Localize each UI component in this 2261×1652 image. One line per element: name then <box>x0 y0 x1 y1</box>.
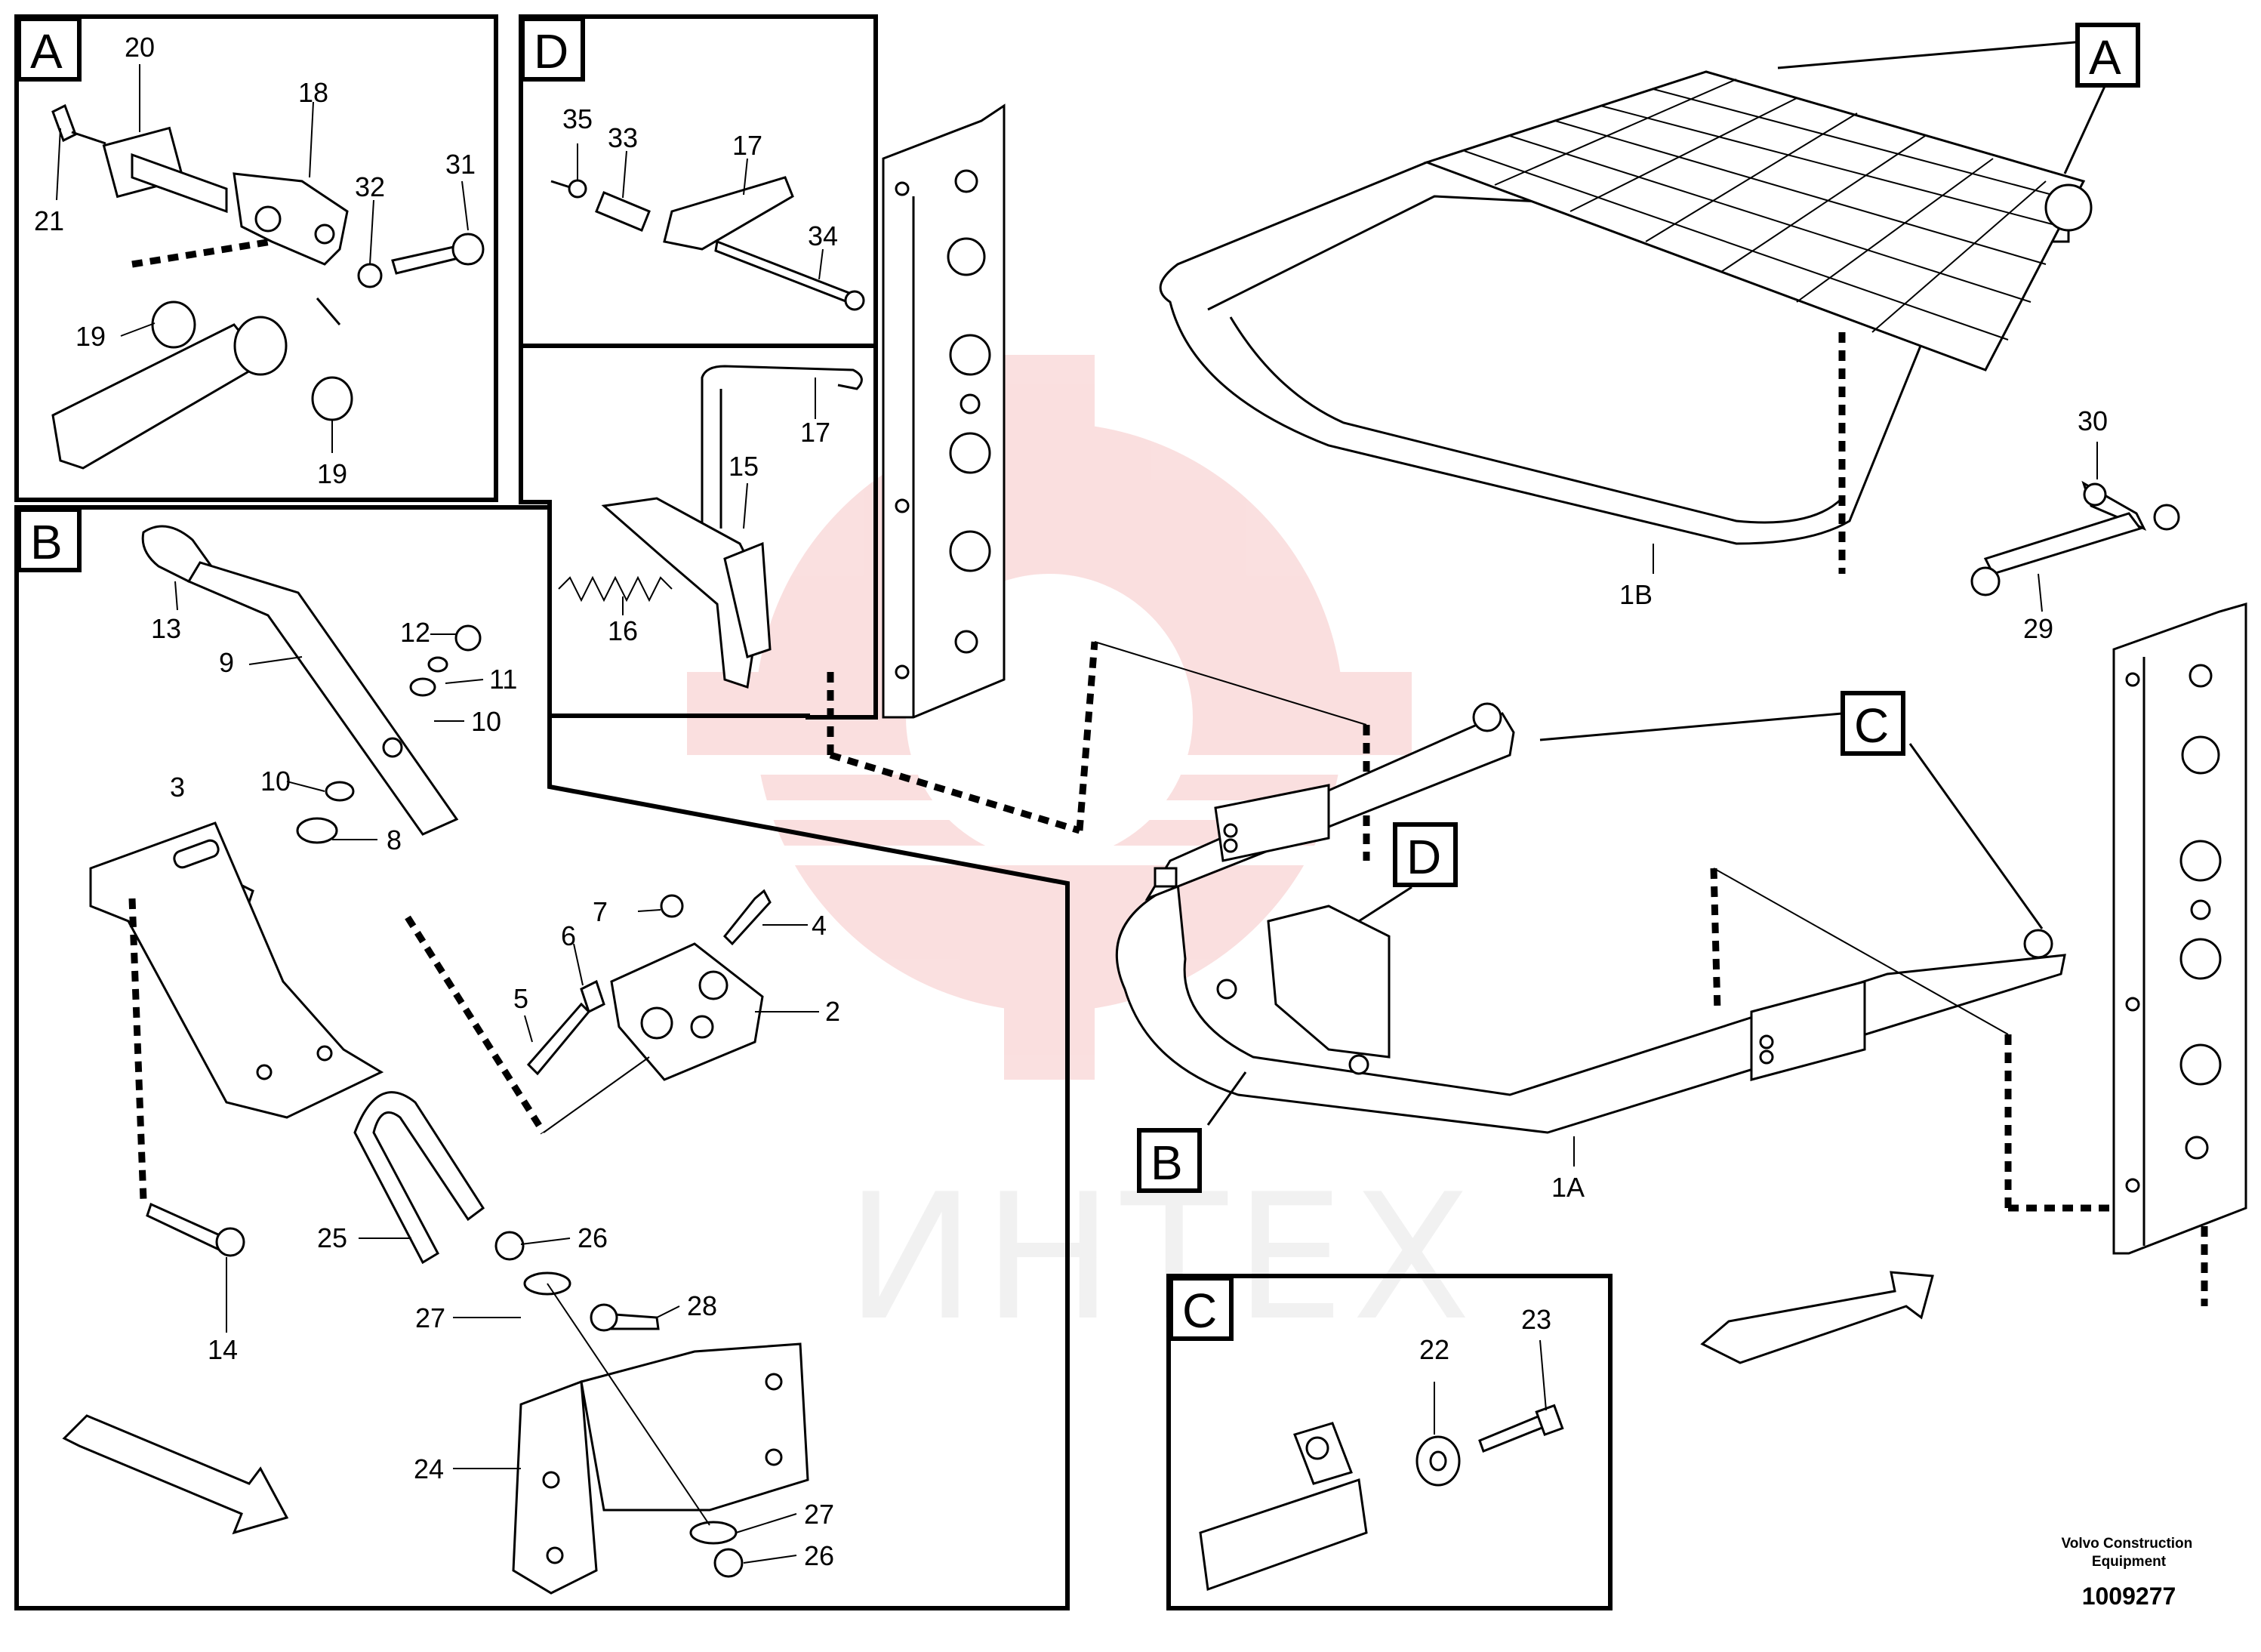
part-label-10-left: 10 <box>260 766 291 797</box>
part-label-11: 11 <box>489 664 517 695</box>
main-assembly: A C D B 30 1B 29 1A <box>827 23 2247 1364</box>
part-label-22: 22 <box>1419 1334 1449 1365</box>
part-label-21: 21 <box>34 205 64 236</box>
callout-c-label: C <box>1854 698 1889 753</box>
panel-a: A 20 18 21 32 31 19 19 <box>14 14 498 502</box>
part-label-17-bottom: 17 <box>800 417 830 448</box>
part-label-19-top: 19 <box>75 321 106 352</box>
part-label-15: 15 <box>729 451 759 482</box>
panel-d-label: D <box>534 24 568 79</box>
part-label-29: 29 <box>2023 613 2053 644</box>
part-label-1b: 1B <box>1619 579 1653 610</box>
part-label-16: 16 <box>608 615 638 646</box>
callout-a-label: A <box>2089 30 2121 85</box>
document-number: 1009277 <box>2082 1583 2176 1610</box>
part-label-1a: 1A <box>1551 1172 1585 1203</box>
watermark: ИНТЕХ <box>679 355 1471 1359</box>
panel-c-label: C <box>1182 1284 1217 1338</box>
panel-c: C 22 23 <box>1166 1274 1613 1610</box>
part-label-6: 6 <box>561 920 576 951</box>
part-label-17-top: 17 <box>732 130 762 161</box>
panel-b-label: B <box>30 515 63 569</box>
part-label-19-bottom: 19 <box>317 458 347 489</box>
panel-a-label-box <box>17 17 82 82</box>
part-label-33: 33 <box>608 122 638 153</box>
panel-a-label: A <box>30 24 63 79</box>
callout-b-box <box>1137 1128 1202 1193</box>
part-label-35: 35 <box>562 103 593 134</box>
part-label-27-top: 27 <box>415 1302 445 1333</box>
part-label-13: 13 <box>151 613 181 644</box>
callout-c-box <box>1841 691 1905 756</box>
part-label-27-bottom: 27 <box>804 1499 834 1530</box>
part-label-26-bottom: 26 <box>804 1540 834 1571</box>
part-label-2: 2 <box>825 996 840 1027</box>
callout-b-label: B <box>1151 1136 1183 1190</box>
part-label-34: 34 <box>808 220 838 251</box>
callout-d-box <box>1393 822 1458 887</box>
part-label-9: 9 <box>219 647 234 678</box>
part-label-12: 12 <box>400 617 430 648</box>
part-label-20: 20 <box>125 32 155 63</box>
part-label-7: 7 <box>593 896 608 927</box>
part-label-25: 25 <box>317 1222 347 1253</box>
panel-d: D 35 33 17 34 17 15 16 <box>519 14 878 720</box>
part-label-31: 31 <box>445 149 476 180</box>
part-label-28: 28 <box>687 1290 717 1321</box>
part-label-3: 3 <box>170 772 185 803</box>
brand-text: Volvo Construction Equipment <box>2061 1536 2196 1570</box>
part-label-4: 4 <box>812 910 827 941</box>
part-label-8: 8 <box>387 824 402 855</box>
part-label-14: 14 <box>208 1334 238 1365</box>
callout-d-label: D <box>1406 830 1441 884</box>
part-label-10-right: 10 <box>471 706 501 737</box>
part-label-26-top: 26 <box>578 1222 608 1253</box>
part-label-18: 18 <box>298 77 328 108</box>
part-label-30: 30 <box>2078 405 2108 436</box>
part-label-23: 23 <box>1521 1304 1551 1335</box>
panel-b: B <box>14 505 1070 1610</box>
part-label-5: 5 <box>513 983 528 1014</box>
part-label-32: 32 <box>355 171 385 202</box>
part-label-24: 24 <box>414 1453 444 1484</box>
callout-a-box <box>2075 23 2140 88</box>
